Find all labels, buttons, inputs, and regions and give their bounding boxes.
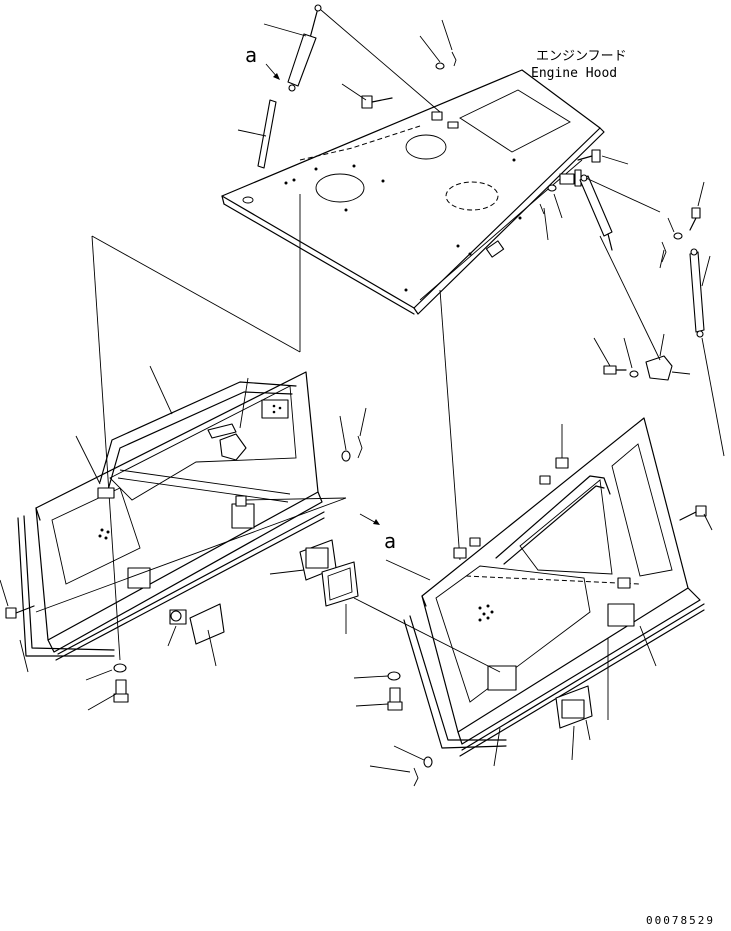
right-door-washer xyxy=(387,671,433,768)
right-side-door xyxy=(421,417,705,757)
leader-lines-right xyxy=(353,424,713,773)
right-door-cotter xyxy=(413,767,419,787)
washer-right xyxy=(547,184,683,240)
gas-spring-right xyxy=(579,174,613,251)
support-rod-left xyxy=(257,99,277,169)
washer-top xyxy=(435,62,445,70)
hinge-bracket-right xyxy=(603,355,673,381)
right-door-seal-strip xyxy=(403,615,507,749)
right-door-brackets xyxy=(453,457,631,589)
right-door-bottom-bolt xyxy=(387,687,403,711)
bolt-right-side xyxy=(689,207,701,231)
bolt-right-upper xyxy=(577,149,601,163)
ref-arrow-top xyxy=(265,63,280,80)
ref-mark-a-top: a xyxy=(245,43,257,67)
gas-spring-left xyxy=(287,4,322,92)
figure-number: 00078529 xyxy=(646,914,715,927)
title-japanese: エンジンフード xyxy=(536,49,627,64)
right-door-bolt xyxy=(679,505,707,521)
left-door-gasket xyxy=(321,561,359,607)
ref-arrow-middle xyxy=(359,513,380,525)
hood-holes xyxy=(284,158,522,292)
engine-hood-panel xyxy=(221,69,605,315)
hood-latch-bracket xyxy=(431,111,459,129)
left-door-bottom-bolt xyxy=(113,679,129,703)
right-door-latch-handle xyxy=(555,685,593,729)
left-door-washer xyxy=(113,450,351,673)
left-door-bolt xyxy=(5,605,35,619)
left-door-hinge xyxy=(97,423,247,507)
left-door-lock xyxy=(169,603,225,645)
cotter-pin-top xyxy=(451,51,457,67)
leader-lines-left xyxy=(0,365,367,711)
projection-lines xyxy=(91,194,461,661)
leader-lines xyxy=(237,19,711,375)
bolt-top xyxy=(361,95,393,109)
gas-spring-right-lower xyxy=(689,248,705,338)
left-door-cotter xyxy=(357,435,363,459)
title-english: Engine Hood xyxy=(531,66,617,81)
left-door-seal-strip xyxy=(17,515,115,657)
hood-cutouts xyxy=(242,89,571,211)
cotter-pin-right xyxy=(539,203,667,263)
ref-mark-a-middle: a xyxy=(384,529,396,553)
left-side-door xyxy=(35,371,325,661)
